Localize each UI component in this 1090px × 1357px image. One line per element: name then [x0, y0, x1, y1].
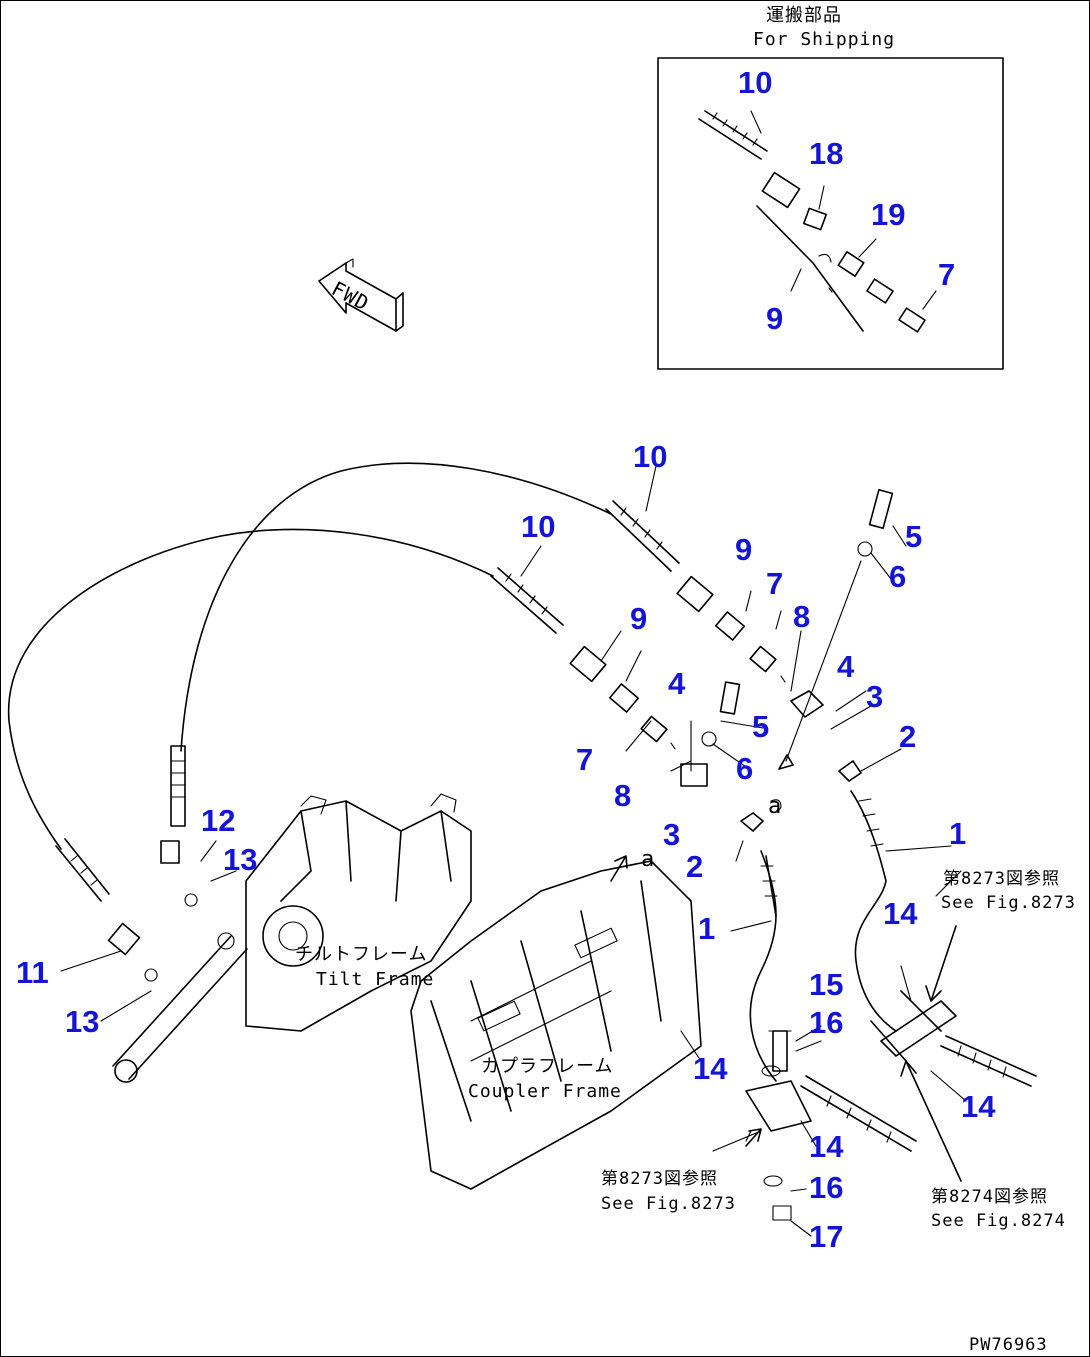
callout-14-right-bottom: 14	[961, 1089, 996, 1124]
callout-15: 15	[809, 967, 844, 1002]
shipping-title-en: For Shipping	[753, 29, 896, 50]
hose-upper-loop	[180, 462, 612, 752]
callout-10-inset: 10	[738, 65, 773, 100]
callout-6-right: 6	[889, 559, 907, 594]
callout-8-upper: 8	[793, 599, 811, 634]
fwd-arrow-icon	[318, 258, 404, 332]
small-parts	[680, 489, 894, 813]
callout-1-right: 1	[949, 816, 967, 851]
hose-right	[838, 760, 897, 1032]
ref-8274-en: See Fig.8274	[931, 1211, 1066, 1231]
tilt-frame-outline	[245, 793, 472, 1032]
callout-3-right: 3	[866, 679, 884, 714]
callout-7-lower: 7	[576, 742, 594, 777]
hose-center	[740, 812, 778, 1082]
callout-10-lower: 10	[521, 509, 556, 544]
callout-14-left: 14	[693, 1051, 728, 1086]
shipping-inset-box	[657, 57, 1004, 370]
callout-12: 12	[201, 803, 236, 838]
callout-7-upper: 7	[766, 566, 784, 601]
coupler-frame-outline	[410, 860, 702, 1190]
callout-16-upper: 16	[809, 1005, 844, 1040]
callout-8-lower: 8	[614, 778, 632, 813]
letter-a-left: a	[641, 847, 656, 872]
clamp-assembly-center	[745, 1030, 917, 1221]
callout-4-left: 4	[668, 666, 686, 701]
callout-2-left: 2	[686, 849, 704, 884]
ref-8273-right-jp: 第8273図参照	[943, 869, 1060, 889]
inset-hose-assembly	[698, 110, 937, 333]
callout-17: 17	[809, 1219, 844, 1254]
ref-8273-right-en: See Fig.8273	[941, 893, 1076, 913]
hose-lower-loop	[7, 528, 494, 850]
callout-13-lower: 13	[65, 1004, 100, 1039]
ref-8274-jp: 第8274図参照	[931, 1187, 1048, 1207]
shipping-title-jp: 運搬部品	[766, 5, 842, 26]
callout-11: 11	[16, 955, 49, 990]
hose-left-ends	[55, 745, 186, 956]
callout-18: 18	[809, 136, 844, 171]
callout-4-right: 4	[837, 649, 855, 684]
callout-5-right: 5	[905, 519, 923, 554]
tilt-frame-label-en: Tilt Frame	[316, 969, 435, 990]
callout-19: 19	[871, 197, 906, 232]
hose-fittings-lower	[490, 567, 676, 750]
tilt-frame-label-jp: チルトフレーム	[295, 944, 428, 965]
callout-6-left: 6	[736, 751, 754, 786]
callout-14-center: 14	[809, 1129, 844, 1164]
drawing-code: PW76963	[969, 1335, 1048, 1355]
callout-7-inset: 7	[938, 257, 956, 292]
callout-5-left: 5	[752, 709, 770, 744]
callout-2-right: 2	[899, 719, 917, 754]
ref-8273-center-jp: 第8273図参照	[601, 1169, 718, 1189]
callout-1-left: 1	[698, 911, 716, 946]
callout-13-upper: 13	[223, 842, 258, 877]
coupler-frame-label-en: Coupler Frame	[468, 1081, 622, 1102]
coupler-frame-label-jp: カプラフレーム	[481, 1056, 614, 1077]
clamp-assembly-right	[870, 990, 1037, 1087]
callout-9-upper: 9	[735, 532, 753, 567]
letter-a-right: a	[768, 794, 783, 819]
callout-9-lower: 9	[630, 601, 648, 636]
callout-10-upper: 10	[633, 439, 668, 474]
callout-16-lower: 16	[809, 1170, 844, 1205]
hose-fittings-upper	[605, 500, 786, 683]
callout-14-right-top: 14	[883, 896, 918, 931]
ref-8273-center-en: See Fig.8273	[601, 1194, 736, 1214]
leader-lines	[60, 465, 967, 1237]
tilt-cylinder	[112, 893, 248, 1083]
callout-3-left: 3	[663, 817, 681, 852]
callout-9-inset: 9	[766, 301, 784, 336]
